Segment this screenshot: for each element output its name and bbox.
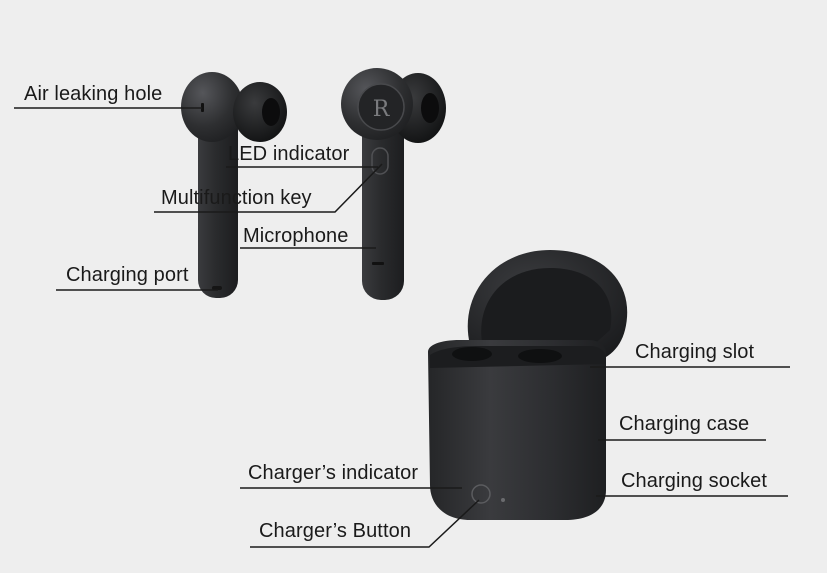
microphone-mark <box>372 262 384 265</box>
label-microphone: Microphone <box>243 225 349 247</box>
right-earbud-letter: R <box>373 97 391 122</box>
leader-chargers-button <box>250 499 480 548</box>
label-charging-port: Charging port <box>66 264 189 286</box>
left-earbud-stem <box>198 112 238 298</box>
label-charging-socket: Charging socket <box>621 470 768 492</box>
label-multifunction-key: Multifunction key <box>161 187 312 209</box>
right-earbud: R <box>341 68 446 300</box>
leader-lines <box>14 107 790 548</box>
label-charging-case: Charging case <box>619 413 750 435</box>
chargers-indicator-mark <box>501 498 505 502</box>
left-earbud-nozzle <box>262 98 280 126</box>
chargers-button-mark <box>471 484 491 504</box>
charging-slot-mark <box>452 347 492 361</box>
left-earbud-head <box>181 72 243 142</box>
case-lid-inner <box>481 268 612 350</box>
led-indicator-mark <box>371 147 389 175</box>
label-charging-slot: Charging slot <box>635 341 755 363</box>
left-earbud <box>181 72 287 298</box>
charging-slot-mark-2 <box>518 349 562 363</box>
left-earbud-tip <box>233 82 287 142</box>
label-chargers-indicator: Charger’s indicator <box>248 462 419 484</box>
charging-case <box>428 250 628 520</box>
label-chargers-button: Charger’s Button <box>259 520 412 542</box>
label-led-indicator: LED indicator <box>228 143 350 165</box>
right-earbud-face <box>357 83 405 131</box>
charging-port-mark <box>212 286 222 290</box>
right-earbud-nozzle <box>421 93 439 123</box>
label-air-leaking-hole: Air leaking hole <box>24 83 163 105</box>
case-body <box>428 340 606 520</box>
leader-multifunction-key <box>154 163 383 213</box>
air-leaking-hole-mark <box>201 103 204 112</box>
